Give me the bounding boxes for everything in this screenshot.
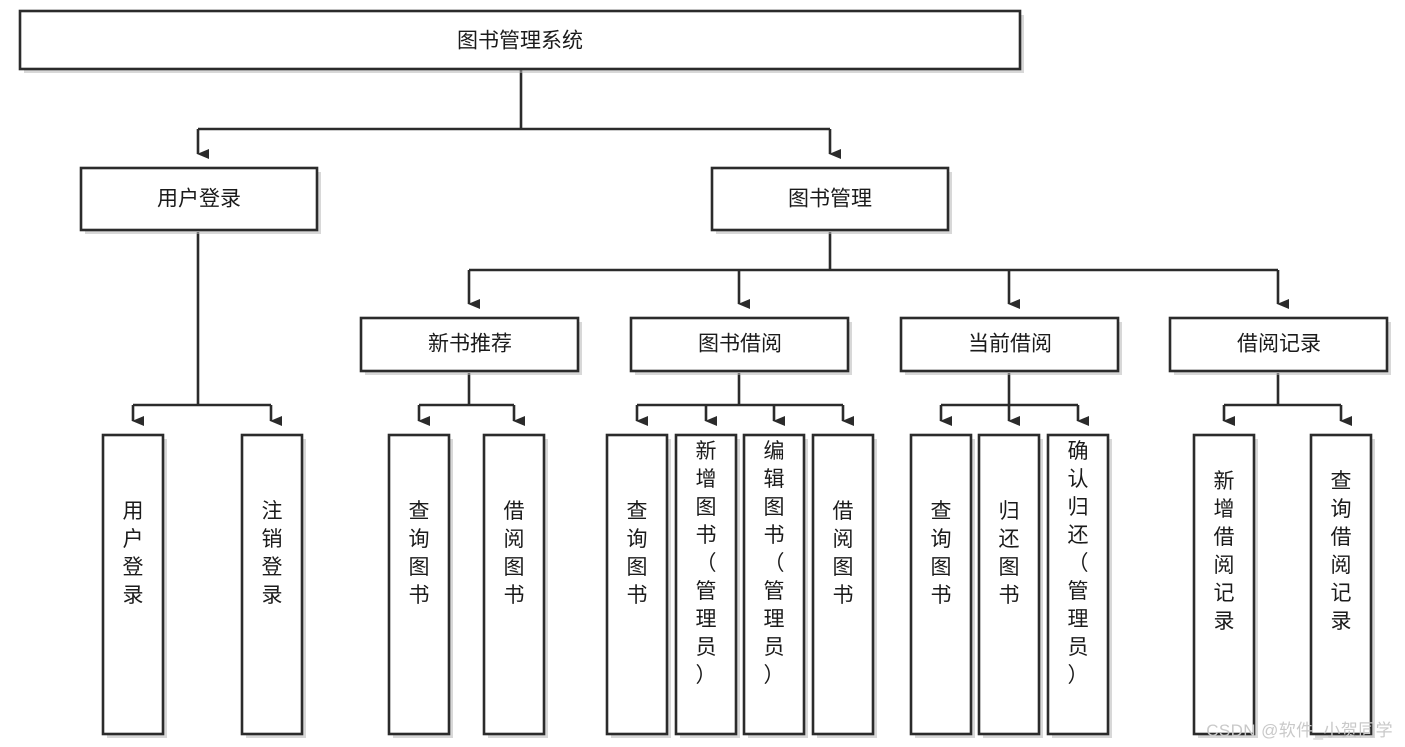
node-current-borrow-label: 当前借阅: [968, 333, 1052, 356]
leaf-user-login-0-label: 用户登录: [123, 500, 144, 607]
leaf-book-borrow-2[interactable]: 编辑图书（管理员）: [742, 433, 808, 738]
leaf-user-login-1[interactable]: 注销登录: [240, 433, 306, 738]
leaf-borrow-record-0-box[interactable]: [1192, 433, 1256, 736]
leaf-current-borrow-0-box[interactable]: [909, 433, 973, 736]
leaf-borrow-record-0-label: 新增借阅记录: [1214, 470, 1235, 633]
node-current-borrow-box[interactable]: [899, 316, 1120, 373]
leaf-book-borrow-3[interactable]: 借阅图书: [811, 433, 877, 738]
leaf-new-book-1-box[interactable]: [482, 433, 546, 736]
leaf-new-book-0-label: 查询图书: [409, 500, 430, 607]
node-book-borrow[interactable]: 图书借阅: [629, 316, 852, 375]
leaf-book-borrow-1[interactable]: 新增图书（管理员）: [674, 433, 740, 738]
leaf-borrow-record-1-box[interactable]: [1309, 433, 1373, 736]
node-borrow-record-label: 借阅记录: [1237, 333, 1321, 356]
leaf-user-login-0[interactable]: 用户登录: [101, 433, 167, 738]
node-book-manage[interactable]: 图书管理: [710, 166, 952, 234]
leaf-borrow-record-0[interactable]: 新增借阅记录: [1192, 433, 1258, 738]
leaf-current-borrow-0[interactable]: 查询图书: [909, 433, 975, 738]
node-book-manage-box[interactable]: [710, 166, 950, 232]
leaf-book-borrow-0[interactable]: 查询图书: [605, 433, 671, 738]
node-root-label: 图书管理系统: [457, 30, 583, 53]
node-book-borrow-box[interactable]: [629, 316, 850, 373]
leaf-user-login-0-box[interactable]: [101, 433, 165, 736]
node-user-login[interactable]: 用户登录: [79, 166, 321, 234]
node-borrow-record[interactable]: 借阅记录: [1168, 316, 1391, 375]
leaf-book-borrow-3-label: 借阅图书: [833, 500, 854, 607]
leaf-new-book-0-box[interactable]: [387, 433, 451, 736]
leaf-book-borrow-1-label: 新增图书（管理员）: [696, 440, 717, 687]
leaf-user-login-1-label: 注销登录: [262, 500, 283, 607]
leaf-current-borrow-0-label: 查询图书: [931, 500, 952, 607]
node-new-book-recommend[interactable]: 新书推荐: [359, 316, 582, 375]
csdn-watermark: CSDN @软件_小贺同学: [1206, 721, 1393, 740]
node-book-borrow-label: 图书借阅: [698, 333, 782, 356]
leaf-current-borrow-2-box[interactable]: [1046, 433, 1110, 736]
node-new-book-recommend-box[interactable]: [359, 316, 580, 373]
node-user-login-box[interactable]: [79, 166, 319, 232]
leaf-book-borrow-1-box[interactable]: [674, 433, 738, 736]
leaf-borrow-record-1[interactable]: 查询借阅记录: [1309, 433, 1375, 738]
leaf-book-borrow-3-box[interactable]: [811, 433, 875, 736]
leaf-current-borrow-1-box[interactable]: [977, 433, 1041, 736]
node-user-login-label: 用户登录: [157, 188, 241, 211]
leaf-book-borrow-0-label: 查询图书: [627, 500, 648, 607]
leaf-new-book-1[interactable]: 借阅图书: [482, 433, 548, 738]
leaf-book-borrow-2-box[interactable]: [742, 433, 806, 736]
leaf-borrow-record-1-label: 查询借阅记录: [1331, 470, 1352, 633]
leaf-current-borrow-1[interactable]: 归还图书: [977, 433, 1043, 738]
leaf-current-borrow-1-label: 归还图书: [999, 500, 1020, 607]
node-root[interactable]: 图书管理系统: [18, 9, 1024, 73]
node-current-borrow[interactable]: 当前借阅: [899, 316, 1122, 375]
node-new-book-recommend-label: 新书推荐: [428, 333, 512, 356]
leaf-book-borrow-2-label: 编辑图书（管理员）: [764, 440, 785, 687]
leaf-new-book-1-label: 借阅图书: [504, 500, 525, 607]
connector-group: [131, 70, 1352, 426]
leaf-new-book-0[interactable]: 查询图书: [387, 433, 453, 738]
node-book-manage-label: 图书管理: [788, 188, 872, 211]
node-borrow-record-box[interactable]: [1168, 316, 1389, 373]
leaf-book-borrow-0-box[interactable]: [605, 433, 669, 736]
leaf-current-borrow-2-label: 确认归还（管理员）: [1068, 440, 1089, 687]
leaf-user-login-1-box[interactable]: [240, 433, 304, 736]
node-root-box[interactable]: [18, 9, 1022, 71]
leaf-current-borrow-2[interactable]: 确认归还（管理员）: [1046, 433, 1112, 738]
